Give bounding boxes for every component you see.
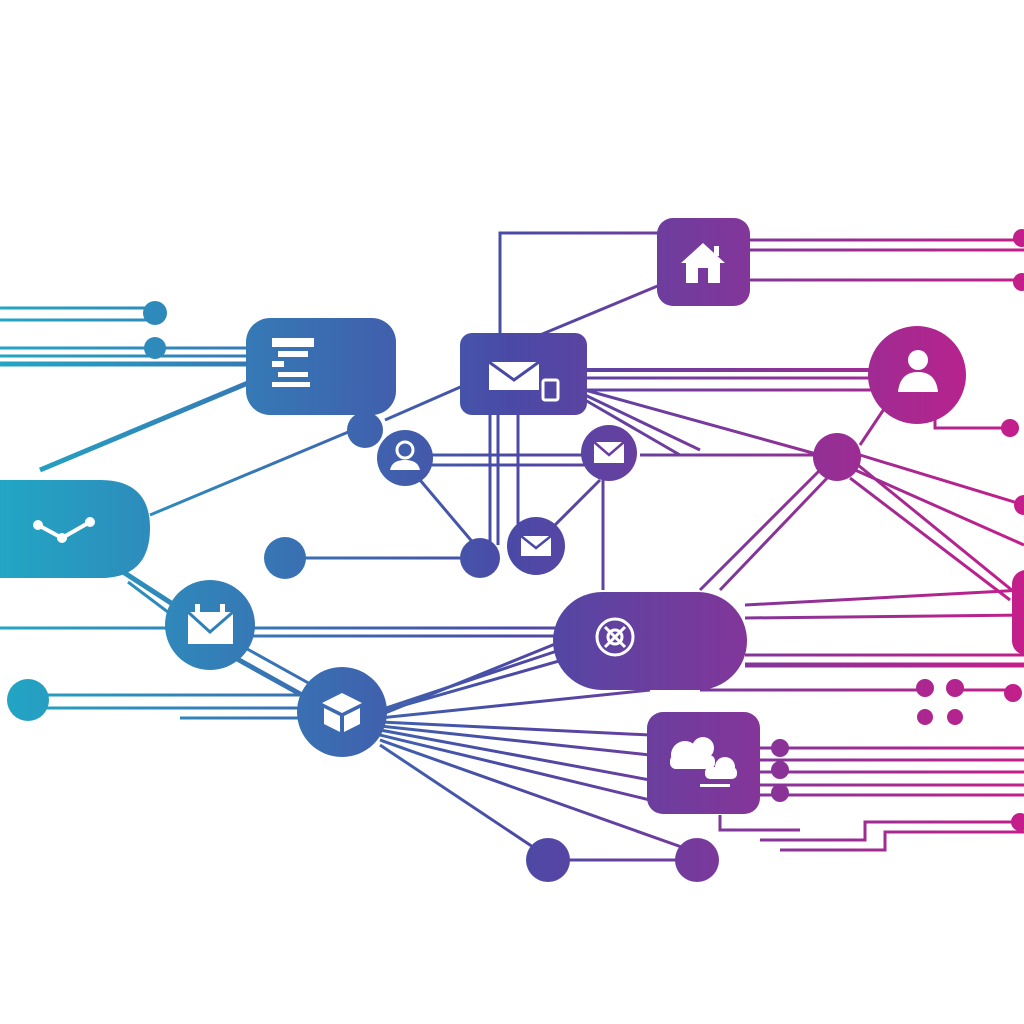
- dot: [143, 301, 167, 325]
- calendar-mail-icon: [186, 604, 234, 644]
- dot: [813, 433, 861, 481]
- home-icon: [681, 243, 725, 283]
- dot: [946, 679, 964, 697]
- dot: [1001, 419, 1019, 437]
- mail-icon: [593, 441, 625, 463]
- line-chart-icon: [33, 517, 95, 543]
- dot: [675, 838, 719, 882]
- mail-circle-node-top: [581, 425, 637, 481]
- mail-icon: [520, 535, 552, 556]
- dot: [1011, 813, 1024, 831]
- dot: [771, 739, 789, 757]
- dot: [144, 337, 166, 359]
- dot: [917, 709, 933, 725]
- box-node: [297, 667, 387, 757]
- user-node: [868, 326, 966, 424]
- document-icon: [272, 338, 314, 387]
- dot: [771, 761, 789, 779]
- dot: [1013, 229, 1024, 247]
- nodes: [0, 218, 966, 814]
- cloud-node: [647, 712, 760, 814]
- package-icon: [322, 693, 362, 732]
- dot: [347, 412, 383, 448]
- dot: [1004, 684, 1022, 702]
- dot: [916, 679, 934, 697]
- cloud-icon: [670, 737, 737, 787]
- dot: [947, 709, 963, 725]
- edge-node: [1012, 570, 1024, 655]
- document-node: [246, 318, 396, 415]
- dot: [460, 538, 500, 578]
- hub-node: [553, 592, 747, 690]
- analytics-node: [0, 480, 150, 578]
- user-icon: [898, 350, 938, 392]
- dot: [771, 784, 789, 802]
- location-node: [377, 430, 433, 486]
- home-node: [657, 218, 750, 306]
- dot: [526, 838, 570, 882]
- connector-lines: [0, 231, 1024, 862]
- mail-box-node: [460, 333, 587, 415]
- dot: [1013, 273, 1024, 291]
- network-icon: [595, 617, 635, 657]
- location-user-icon: [390, 440, 420, 470]
- connector-dots: [7, 229, 1024, 882]
- mail-icon: [488, 360, 560, 402]
- dot: [1014, 495, 1024, 515]
- dot: [264, 537, 306, 579]
- calendar-mail-node: [165, 580, 255, 670]
- dot: [7, 679, 49, 721]
- mail-circle-node-mid: [507, 517, 565, 575]
